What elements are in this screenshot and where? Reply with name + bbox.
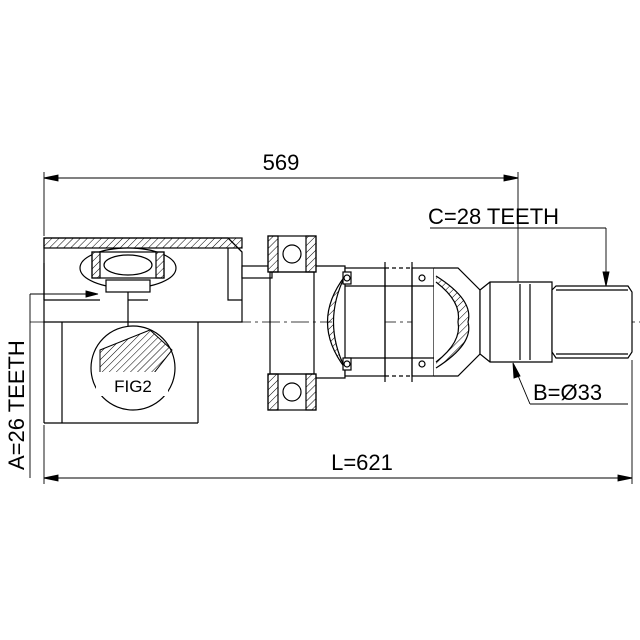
diameter-b-label: B=Ø33 <box>533 380 602 405</box>
fig2-label: FIG2 <box>114 377 152 396</box>
dimension-569 <box>43 172 519 282</box>
spline-c-leader <box>430 227 610 287</box>
fig2-callout: FIG2 <box>90 325 176 411</box>
total-length-label: L=621 <box>331 450 393 475</box>
spline-c-label: C=28 TEETH <box>428 204 559 229</box>
overall-length-label: 569 <box>263 150 300 175</box>
dimension-total-length <box>43 360 633 484</box>
spline-a-leader <box>29 290 99 478</box>
support-bearing <box>267 235 317 411</box>
output-spline-shaft <box>479 281 633 363</box>
outer-housing <box>43 237 243 424</box>
outer-cv-joint <box>327 262 481 382</box>
diameter-b-leader <box>512 362 628 405</box>
spline-a-label: A=26 TEETH <box>4 340 29 470</box>
